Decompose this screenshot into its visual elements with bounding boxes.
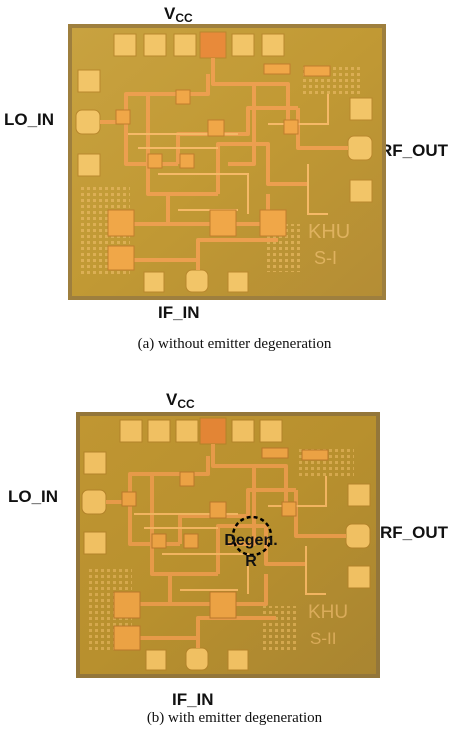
degen-resistor-circle [231,515,273,557]
device [281,501,297,517]
inductor-block [113,625,141,651]
device [183,533,199,549]
pad [231,419,255,443]
chip-mark-variant: S-I [314,248,337,268]
if-in-pad [185,269,209,293]
pad [347,565,371,589]
rf-out-pad [345,523,371,549]
inductor-block [107,209,135,237]
pad [349,179,373,203]
if-in-label-a: IF_IN [158,303,200,322]
lo-in-pad [75,109,101,135]
vcc-label-b: VCC [166,390,195,411]
device [179,471,195,487]
pad [347,483,371,507]
pad [143,271,165,293]
chip-micrograph-b: KHU S-II [76,412,380,678]
pad [113,33,137,57]
pad [349,97,373,121]
inductor-block [107,245,135,271]
device [115,109,131,125]
degen-r-label: Degen. R [216,530,286,572]
if-in-pad [185,647,209,671]
pad [119,419,143,443]
pad [145,649,167,671]
chip-mark-variant: S-II [310,629,336,648]
inductor-block [113,591,141,619]
pad [173,33,197,57]
pad [175,419,199,443]
inductor-block [209,209,237,237]
caption-a: (a) without emitter degeneration [137,336,332,352]
pad [143,33,167,57]
device [301,449,329,461]
lo-in-label-a: LO_IN [4,110,55,129]
vcc-pad [199,417,227,445]
pad [227,271,249,293]
pad [259,419,283,443]
figure-b: VCC LO_IN RF_OUT IF_IN [0,368,469,734]
device [175,89,191,105]
device [263,63,291,75]
lo-in-label-b: LO_IN [8,487,59,506]
pad [261,33,285,57]
vcc-label-a: VCC [164,4,193,25]
inductor-block [209,591,237,619]
device [147,153,163,169]
degen-label-line1: Degen. [224,532,278,549]
device [179,153,195,169]
pad [231,33,255,57]
device [151,533,167,549]
pad [83,451,107,475]
rf-out-label-a: RF_OUT [380,141,448,160]
rf-out-pad [347,135,373,161]
device [121,491,137,507]
chip-micrograph-a: KHU S-I [68,24,386,300]
pad [77,69,101,93]
if-in-label-b: IF_IN [172,690,214,709]
pad [147,419,171,443]
pad [227,649,249,671]
device [283,119,299,135]
vcc-pad [199,31,227,59]
device [303,65,331,77]
chip-mark-khu: KHU [308,602,348,623]
lo-in-pad [81,489,107,515]
rf-out-label-b: RF_OUT [380,523,448,542]
device [261,447,289,459]
chip-mark-khu: KHU [308,221,350,243]
pad [77,153,101,177]
caption-b: (b) with emitter degeneration [146,710,323,726]
inductor-block [259,209,287,237]
figure-a: VCC LO_IN RF_OUT IF_IN [4,4,448,352]
degen-label-line2: R [245,553,257,570]
device [207,119,225,137]
device [209,501,227,519]
pad [83,531,107,555]
